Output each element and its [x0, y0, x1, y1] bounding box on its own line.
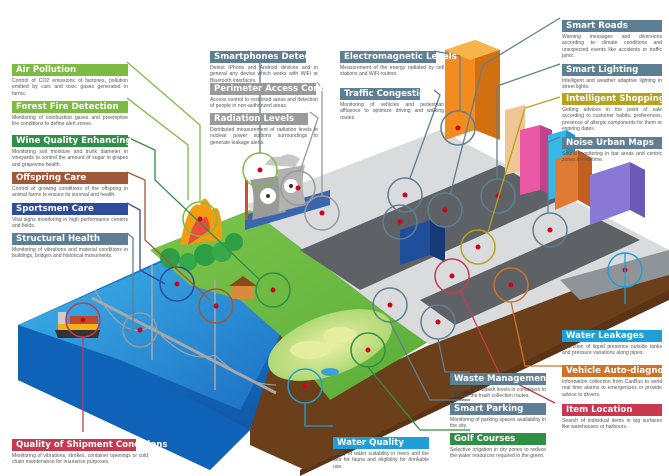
label-description: Getting advices in the point of sale acc…: [562, 107, 662, 132]
label-description: Study of water suitability in rivers and…: [333, 451, 429, 470]
label-sportsmen-care: Sportsmen Care Vital signs monitoring in…: [12, 196, 128, 230]
label-description: Warning messages and diversions accordin…: [562, 34, 662, 59]
label-quality-of-shipment-conditions: Quality of Shipment Conditions Monitorin…: [12, 432, 167, 466]
label-water-leakages: Water Leakages Detection of liquid prese…: [562, 323, 662, 357]
label-electromagnetic-levels: Electromagnetic Levels Measurement of th…: [340, 44, 457, 78]
label-title: Sportsmen Care: [12, 203, 128, 215]
label-smartphones-detection: Smartphones Detection Detect iPhone and …: [210, 44, 329, 84]
label-description: Monitoring of vibrations and material co…: [12, 247, 128, 260]
label-perimeter-access-control: Perimeter Access Control Access control …: [210, 76, 337, 110]
label-title: Smart Parking: [450, 403, 546, 415]
label-title: Air Pollution: [12, 64, 128, 76]
label-air-pollution: Air Pollution Control of CO2 emissions o…: [12, 57, 128, 97]
label-title: Quality of Shipment Conditions: [12, 439, 167, 451]
label-radiation-levels: Radiation Levels Distributed measurement…: [210, 106, 318, 146]
label-description: Monitoring of combustion gases and preem…: [12, 115, 128, 128]
label-description: Information collection from CanBus to se…: [562, 379, 662, 398]
label-traffic-congestion: Traffic Congestion Monitoring of vehicle…: [340, 81, 444, 121]
label-description: Measurement of the energy radiated by ce…: [340, 65, 444, 78]
label-title: Radiation Levels: [210, 113, 308, 125]
label-description: Control of CO2 emissions of factories, p…: [12, 78, 128, 97]
label-title: Water Leakages: [562, 330, 662, 342]
label-description: Detection of rubbish levels in container…: [450, 387, 546, 400]
label-description: Selective irrigation in dry zones to red…: [450, 447, 546, 460]
label-title: Vehicle Auto-diagnosis: [562, 365, 669, 377]
label-title: Structural Health: [12, 233, 128, 245]
label-smart-roads: Smart Roads Warning messages and diversi…: [562, 13, 662, 59]
label-wine-quality-enhancing: Wine Quality Enhancing Monitoring soil m…: [12, 128, 132, 168]
suspension-bridge: [91, 265, 277, 395]
label-structural-health: Structural Health Monitoring of vibratio…: [12, 226, 128, 260]
label-title: Traffic Congestion: [340, 88, 431, 100]
label-golf-courses: Golf Courses Selective irrigation in dry…: [450, 426, 546, 460]
label-title: Water Quality: [333, 437, 429, 449]
label-offspring-care: Offspring Care Control of growing condit…: [12, 165, 128, 199]
label-smart-lighting: Smart Lighting Intelligent and weather a…: [562, 57, 662, 91]
label-description: Distributed measurement of radiation lev…: [210, 127, 318, 146]
label-noise-urban-maps: Noise Urban Maps Sound monitoring in bar…: [562, 130, 662, 164]
city-ground: [245, 130, 669, 345]
label-description: Detect iPhone and Android devices and in…: [210, 65, 318, 84]
sensor-dots: [80, 125, 628, 389]
label-title: Offspring Care: [12, 172, 128, 184]
label-description: Monitoring of parking spaces availabilit…: [450, 417, 546, 430]
label-forest-fire-detection: Forest Fire Detection Monitoring of comb…: [12, 94, 128, 128]
label-description: Monitoring soil moisture and trunk diame…: [12, 149, 128, 168]
label-description: Sound monitoring in bar areas and centri…: [562, 151, 662, 164]
label-description: Monitoring of vehicles and pedestrian af…: [340, 102, 444, 121]
label-title: Wine Quality Enhancing: [12, 135, 132, 147]
label-title: Smart Lighting: [562, 64, 662, 76]
label-title: Noise Urban Maps: [562, 137, 662, 149]
label-title: Smartphones Detection: [210, 51, 329, 63]
label-intelligent-shopping: Intelligent Shopping Getting advices in …: [562, 86, 665, 132]
label-description: Control of growing conditions of the off…: [12, 186, 128, 199]
label-title: Electromagnetic Levels: [340, 51, 457, 63]
label-description: Intelligent and weather adaptive lightin…: [562, 78, 662, 91]
label-vehicle-auto-diagnosis: Vehicle Auto-diagnosis Information colle…: [562, 358, 669, 398]
label-title: Intelligent Shopping: [562, 93, 665, 105]
label-title: Forest Fire Detection: [12, 101, 128, 113]
label-item-location: Item Location Search of individual items…: [562, 397, 662, 431]
label-title: Perimeter Access Control: [210, 83, 337, 95]
label-description: Vital signs monitoring in high performan…: [12, 217, 128, 230]
label-title: Waste Management: [450, 373, 550, 385]
label-title: Smart Roads: [562, 20, 662, 32]
label-waste-management: Waste Management Detection of rubbish le…: [450, 366, 550, 400]
label-water-quality: Water Quality Study of water suitability…: [333, 430, 429, 470]
label-description: Search of individual items in big surfac…: [562, 418, 662, 431]
label-description: Monitoring of vibrations, strokes, conta…: [12, 453, 148, 466]
label-description: Detection of liquid presence outside tan…: [562, 344, 662, 357]
label-title: Item Location: [562, 404, 662, 416]
label-description: Access control to restricted areas and d…: [210, 97, 318, 110]
label-title: Golf Courses: [450, 433, 546, 445]
label-smart-parking: Smart Parking Monitoring of parking spac…: [450, 396, 546, 430]
ground-block: [250, 245, 669, 476]
